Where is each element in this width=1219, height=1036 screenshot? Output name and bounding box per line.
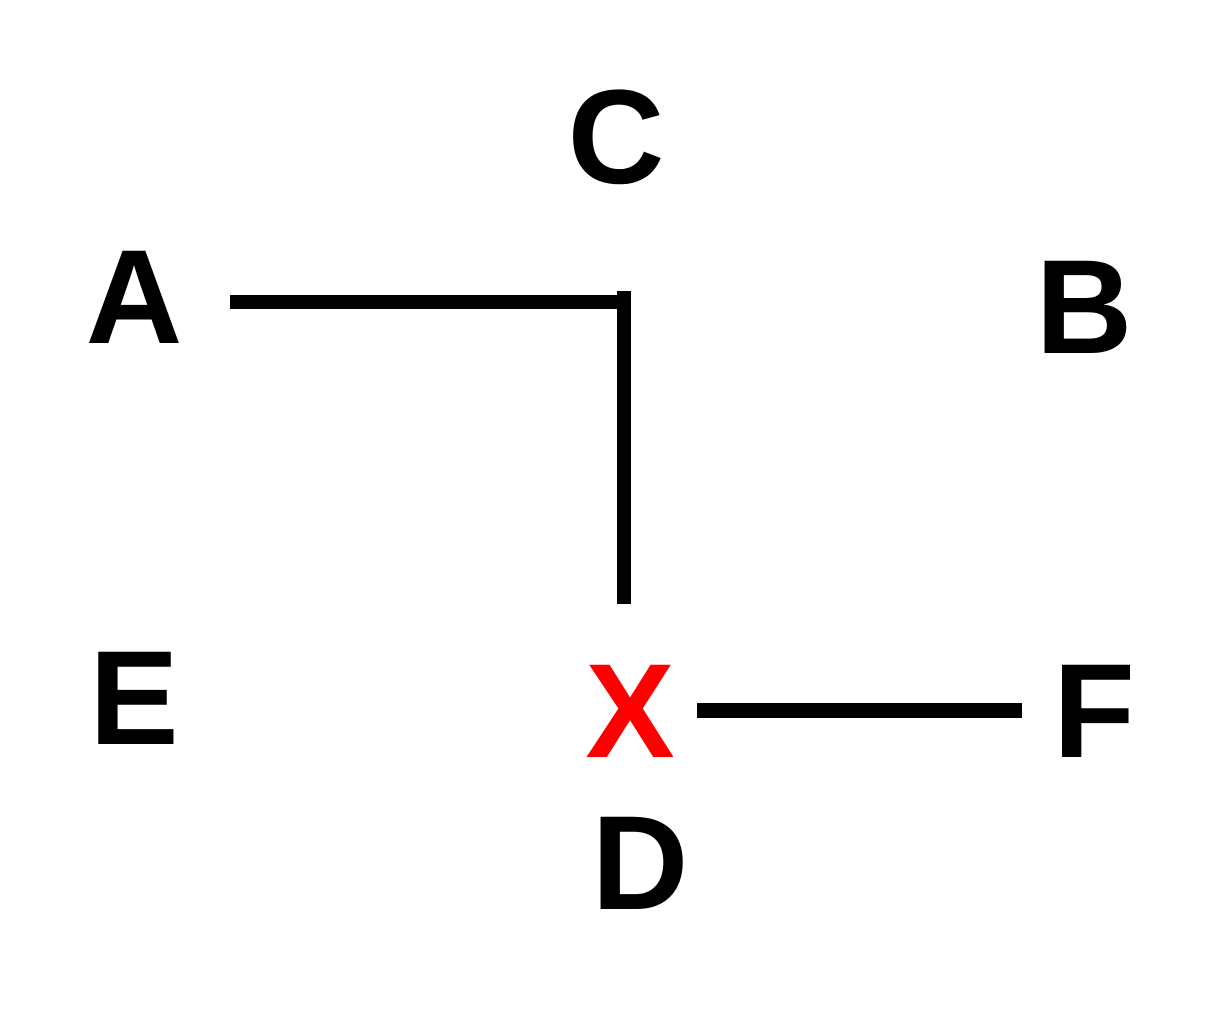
segment-x-to-f bbox=[697, 703, 1022, 718]
node-b-label: B bbox=[1035, 233, 1133, 382]
node-d-label: D bbox=[591, 789, 689, 938]
node-f-label: F bbox=[1053, 637, 1135, 786]
segment-corner-down bbox=[617, 291, 631, 604]
node-e-label: E bbox=[89, 624, 179, 773]
node-x-label: X bbox=[585, 637, 675, 786]
segment-a-to-corner bbox=[230, 295, 630, 309]
node-a-label: A bbox=[85, 223, 183, 372]
node-c-label: C bbox=[567, 63, 665, 212]
